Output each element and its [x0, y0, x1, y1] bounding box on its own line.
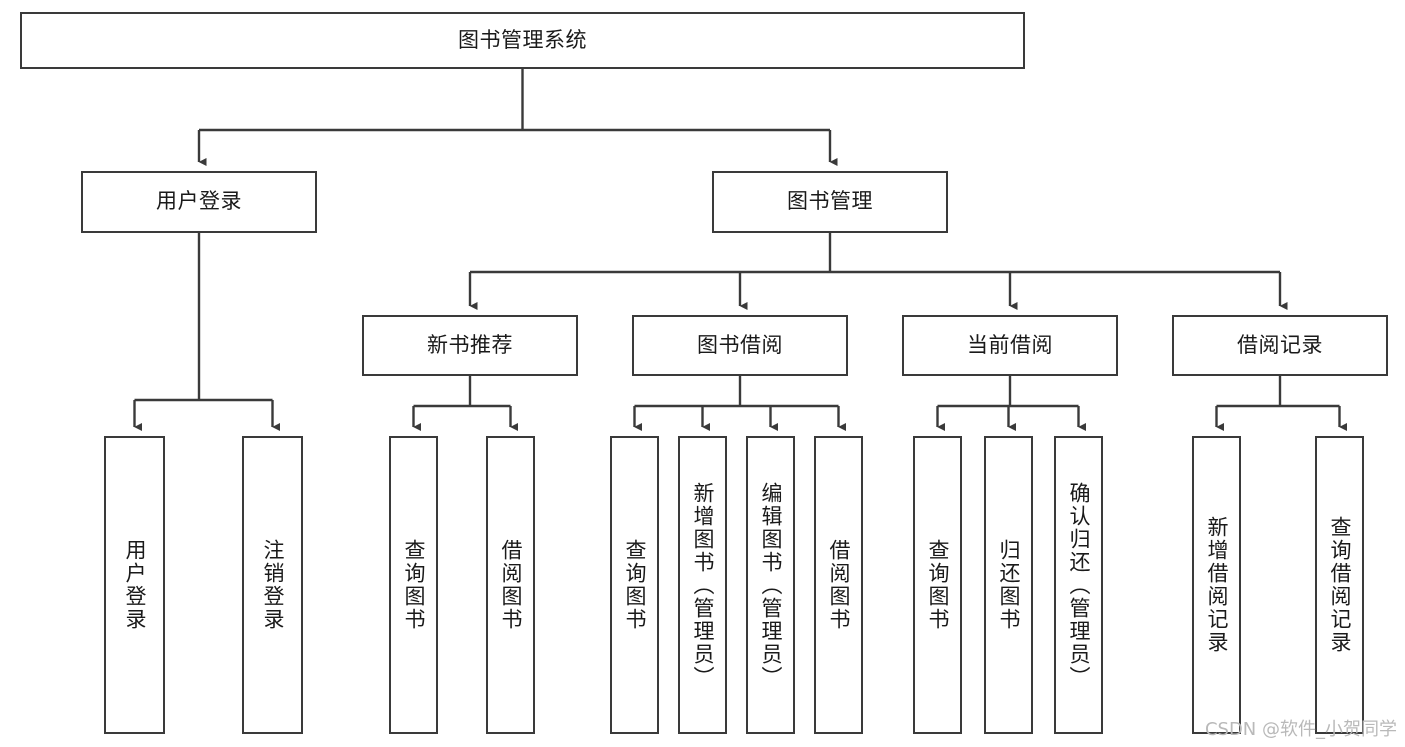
node-label: 新增图书（管理员）: [690, 481, 715, 689]
node-label: 查询图书: [622, 539, 647, 631]
node-编辑图书管理员[interactable]: 编辑图书（管理员）: [746, 436, 795, 734]
node-label: 用户登录: [122, 539, 147, 631]
node-注销登录[interactable]: 注销登录: [242, 436, 303, 734]
node-label: 借阅图书: [498, 539, 523, 631]
node-label: 归还图书: [996, 539, 1021, 631]
node-label: 借阅图书: [826, 539, 851, 631]
node-label: 查询图书: [925, 539, 950, 631]
node-label: 用户登录: [156, 189, 242, 214]
node-查询图书[interactable]: 查询图书: [610, 436, 659, 734]
node-label: 新书推荐: [427, 332, 513, 357]
node-label: 当前借阅: [967, 332, 1053, 357]
node-新增图书管理员[interactable]: 新增图书（管理员）: [678, 436, 727, 734]
node-图书管理[interactable]: 图书管理: [712, 171, 948, 233]
node-借阅图书[interactable]: 借阅图书: [486, 436, 535, 734]
node-借阅图书[interactable]: 借阅图书: [814, 436, 863, 734]
csdn-watermark: CSDN @软件_小贺同学: [1204, 719, 1397, 740]
node-当前借阅[interactable]: 当前借阅: [902, 315, 1118, 376]
node-label: 新增借阅记录: [1204, 516, 1229, 654]
node-label: 注销登录: [260, 539, 285, 631]
node-label: 图书管理系统: [458, 27, 587, 52]
node-用户登录[interactable]: 用户登录: [104, 436, 165, 734]
node-新书推荐[interactable]: 新书推荐: [362, 315, 578, 376]
node-图书管理系统[interactable]: 图书管理系统: [20, 12, 1025, 69]
node-借阅记录[interactable]: 借阅记录: [1172, 315, 1388, 376]
node-label: 图书借阅: [697, 332, 783, 357]
node-查询图书[interactable]: 查询图书: [913, 436, 962, 734]
node-用户登录[interactable]: 用户登录: [81, 171, 317, 233]
node-归还图书[interactable]: 归还图书: [984, 436, 1033, 734]
node-查询借阅记录[interactable]: 查询借阅记录: [1315, 436, 1364, 734]
node-label: 编辑图书（管理员）: [758, 481, 783, 689]
node-label: 查询借阅记录: [1327, 516, 1352, 654]
node-label: 借阅记录: [1237, 332, 1323, 357]
node-label: 查询图书: [401, 539, 426, 631]
node-图书借阅[interactable]: 图书借阅: [632, 315, 848, 376]
node-label: 图书管理: [787, 189, 873, 214]
node-label: 确认归还（管理员）: [1066, 481, 1091, 689]
node-新增借阅记录[interactable]: 新增借阅记录: [1192, 436, 1241, 734]
node-确认归还管理员[interactable]: 确认归还（管理员）: [1054, 436, 1103, 734]
node-查询图书[interactable]: 查询图书: [389, 436, 438, 734]
